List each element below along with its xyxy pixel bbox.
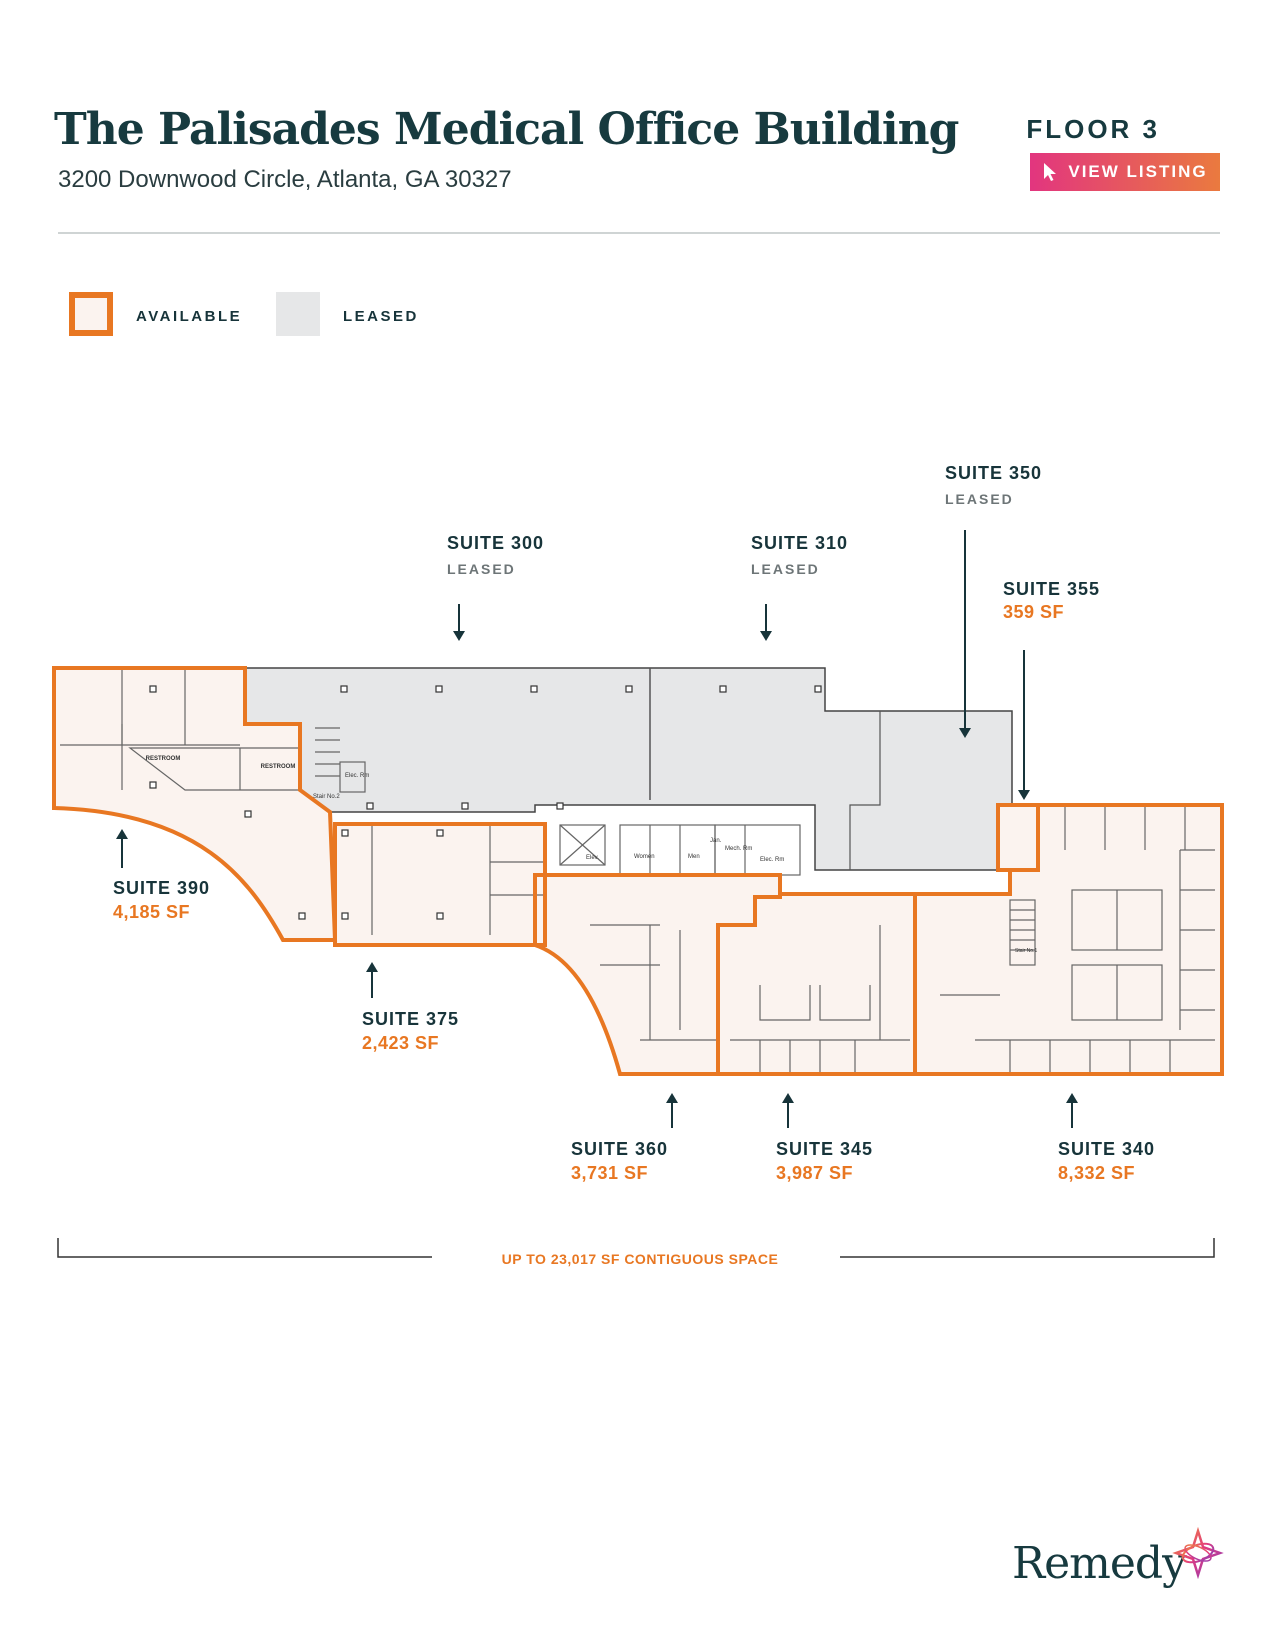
legend-available-label: AVAILABLE	[136, 308, 243, 325]
floor-label: FLOOR 3	[1026, 114, 1160, 144]
suite-310-status: LEASED	[751, 561, 820, 577]
view-listing-label: VIEW LISTING	[1068, 162, 1208, 181]
suite-390-name: SUITE 390	[113, 878, 211, 898]
suite-375-sf: 2,423 SF	[362, 1033, 440, 1053]
elec-rm-label-2: Elec. Rm	[760, 857, 784, 863]
building-address: 3200 Downwood Circle, Atlanta, GA 30327	[58, 166, 512, 193]
men-label: Men	[688, 854, 700, 860]
suite-350-status: LEASED	[945, 491, 1014, 507]
remedy-logo-icon	[1172, 1527, 1224, 1579]
suite-340-name: SUITE 340	[1058, 1139, 1156, 1159]
page-title: The Palisades Medical Office Building	[54, 104, 959, 155]
structural-columns	[149, 685, 822, 920]
mech-rm-label: Mech. Rm	[725, 846, 752, 852]
suite-345-name: SUITE 345	[776, 1139, 874, 1159]
suite-arrows	[116, 530, 1078, 1128]
restroom-label-1: RESTROOM	[146, 756, 181, 762]
elev-label: Elev.	[586, 855, 599, 861]
legend-leased-swatch	[276, 292, 320, 336]
contiguous-space-label: UP TO 23,017 SF CONTIGUOUS SPACE	[501, 1251, 779, 1267]
suite-360-sf: 3,731 SF	[571, 1163, 649, 1183]
elec-rm-label-1: Elec. Rm	[345, 773, 369, 779]
suite-300-status: LEASED	[447, 561, 516, 577]
remedy-wordmark: Remedy	[1012, 1538, 1187, 1589]
contiguous-bracket	[57, 1238, 1215, 1258]
suite-300-name: SUITE 300	[447, 533, 545, 553]
jan-label: Jan.	[710, 838, 722, 844]
interior-walls	[60, 668, 1215, 1074]
legend-leased-label: LEASED	[343, 308, 419, 325]
view-listing-button[interactable]: VIEW LISTING	[1030, 153, 1220, 191]
stair-1-label: Stair No.1	[1015, 948, 1037, 954]
header-divider	[58, 232, 1220, 234]
legend-available-swatch	[69, 292, 113, 336]
suite-355-name: SUITE 355	[1003, 579, 1101, 599]
suite-350-name: SUITE 350	[945, 463, 1043, 483]
suite-375-name: SUITE 375	[362, 1009, 460, 1029]
suite-360-name: SUITE 360	[571, 1139, 669, 1159]
suite-345-sf: 3,987 SF	[776, 1163, 854, 1183]
suite-310-name: SUITE 310	[751, 533, 849, 553]
suite-355-sf: 359 SF	[1003, 602, 1065, 622]
available-suites-outline	[52, 666, 1224, 1076]
restroom-label-2: RESTROOM	[261, 764, 296, 770]
cursor-icon	[1044, 163, 1057, 181]
suite-340-sf: 8,332 SF	[1058, 1163, 1136, 1183]
women-label: Women	[634, 854, 655, 860]
stair-2-label: Stair No.2	[313, 794, 340, 800]
suite-390-sf: 4,185 SF	[113, 902, 191, 922]
